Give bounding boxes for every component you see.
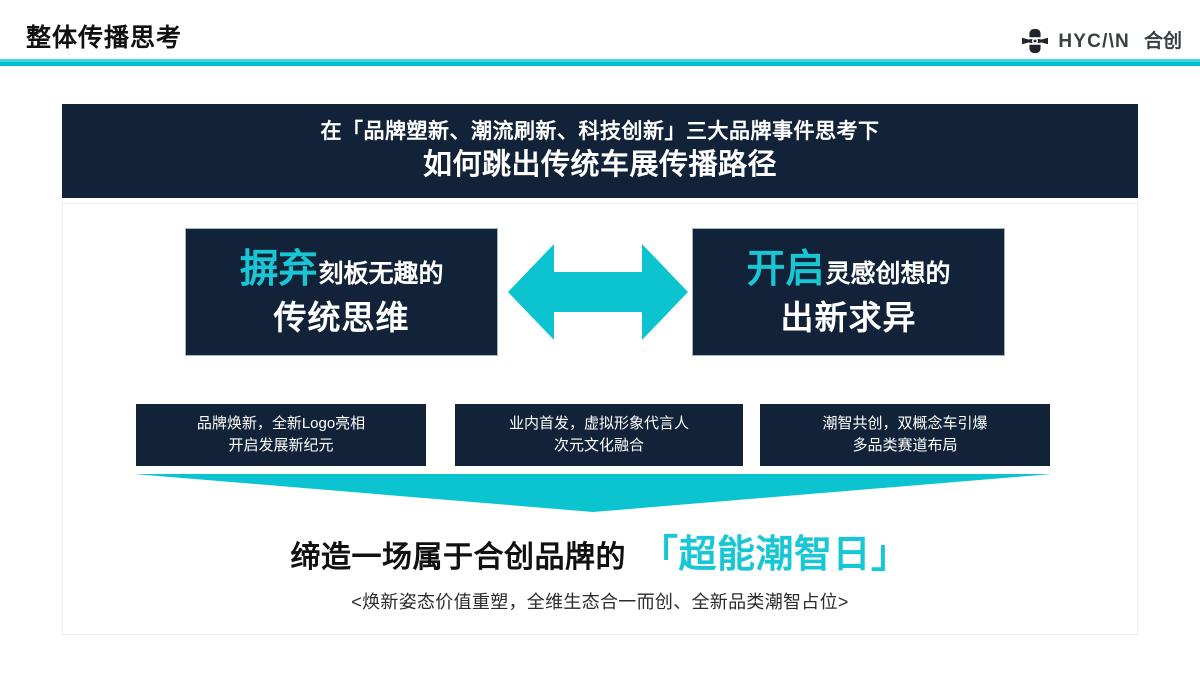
logo-wordmark: HYC/\N	[1058, 30, 1130, 52]
concept-card-abandon: 摒弃 刻板无趣的 传统思维	[185, 228, 498, 356]
event-box: 业内首发，虚拟形象代言人 次元文化融合	[455, 404, 743, 466]
conclusion-prefix: 缔造一场属于合创品牌的	[290, 541, 626, 574]
event-box-line1: 品牌焕新，全新Logo亮相	[196, 415, 366, 433]
concept-card-open: 开启 灵感创想的 出新求异	[692, 228, 1005, 356]
conclusion-main-line: 缔造一场属于合创品牌的 「超能潮智日」	[62, 534, 1138, 578]
conclusion-subtitle: <焕新姿态价值重塑，全维生态合一而创、全新品类潮智占位>	[351, 591, 849, 612]
concept-card-line2: 出新求异	[780, 299, 917, 336]
header-divider-rule	[0, 59, 1200, 66]
headline-banner: 在「品牌塑新、潮流刷新、科技创新」三大品牌事件思考下 如何跳出传统车展传播路径	[62, 104, 1138, 198]
slide-header: 整体传播思考 HYC/\N 合创	[0, 0, 1200, 66]
concept-card-rest: 灵感创想的	[825, 260, 951, 288]
concept-card-accent: 开启	[746, 248, 825, 291]
concept-card-accent: 摒弃	[239, 248, 318, 291]
concept-card-line2: 传统思维	[273, 299, 410, 336]
page-title: 整体传播思考	[26, 24, 183, 52]
event-box-line2: 次元文化融合	[553, 437, 644, 454]
event-box-line1: 业内首发，虚拟形象代言人	[508, 415, 689, 433]
double-headed-arrow-icon	[508, 244, 688, 340]
event-box-line2: 开启发展新纪元	[228, 437, 334, 454]
banner-subline: 在「品牌塑新、潮流刷新、科技创新」三大品牌事件思考下	[320, 119, 880, 143]
event-box: 品牌焕新，全新Logo亮相 开启发展新纪元	[136, 404, 426, 466]
logo-wordmark-cn: 合创	[1143, 30, 1182, 52]
event-box-line2: 多品类赛道布局	[852, 437, 958, 454]
down-chevron-icon	[134, 474, 1052, 512]
banner-headline: 如何跳出传统车展传播路径	[422, 148, 777, 181]
concept-card-line1: 摒弃 刻板无趣的	[239, 250, 443, 289]
event-box-line1: 潮智共创，双概念车引爆	[822, 415, 988, 433]
brand-logo: HYC/\N 合创	[1021, 27, 1182, 55]
hycan-logo-mark-icon	[1022, 28, 1049, 54]
conclusion-highlight: 「超能潮智日」	[639, 534, 910, 576]
event-box: 潮智共创，双概念车引爆 多品类赛道布局	[760, 404, 1050, 466]
concept-card-rest: 刻板无趣的	[318, 260, 444, 288]
conclusion-block: 缔造一场属于合创品牌的 「超能潮智日」 <焕新姿态价值重塑，全维生态合一而创、全…	[62, 534, 1138, 614]
concept-card-line1: 开启 灵感创想的	[746, 250, 950, 289]
